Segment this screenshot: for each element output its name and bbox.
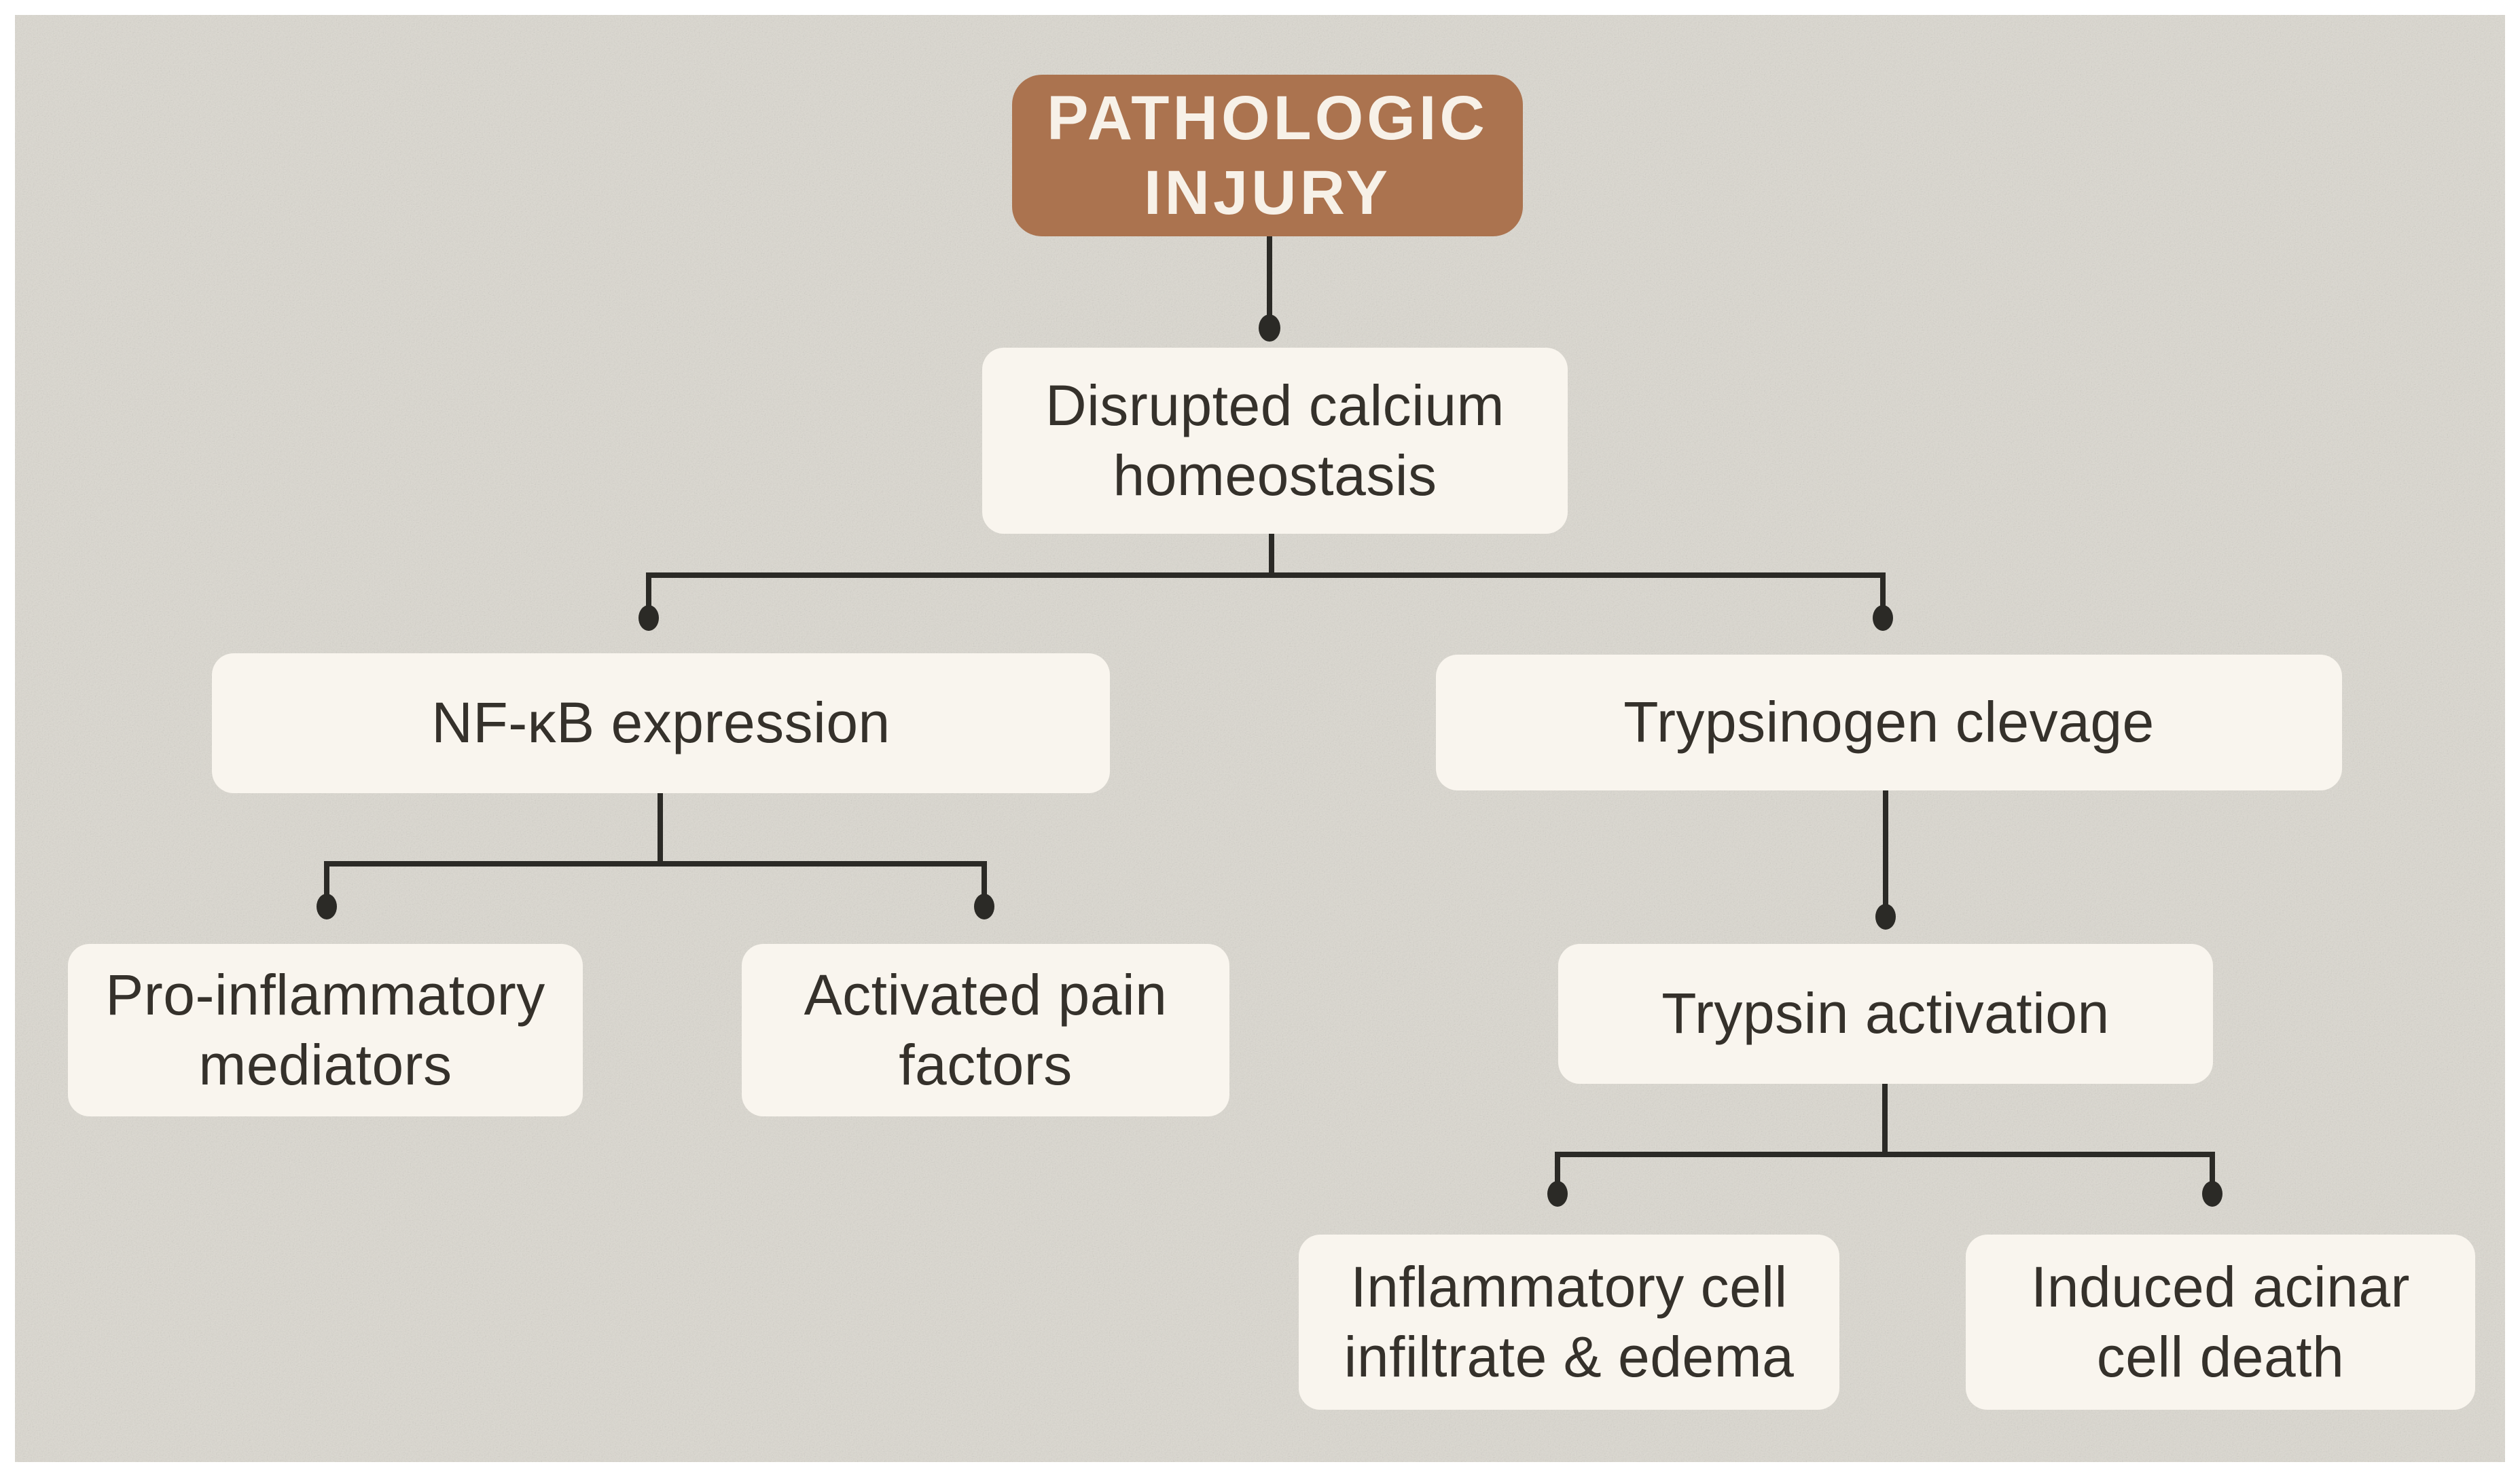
node-label: Inflammatory cell infiltrate & edema (1344, 1254, 1795, 1389)
node-pathologic-injury: PATHOLOGIC INJURY (1012, 75, 1523, 236)
node-nfkb-expression: NF-κB expression (212, 653, 1110, 793)
node-label: Induced acinar cell death (2030, 1254, 2411, 1389)
node-inflammatory-cell-infiltrate-edema: Inflammatory cell infiltrate & edema (1299, 1235, 1839, 1410)
node-label: PATHOLOGIC INJURY (1047, 83, 1488, 227)
node-label: Pro-inflammatory mediators (105, 962, 545, 1097)
node-activated-pain-factors: Activated pain factors (742, 944, 1229, 1116)
node-label: Activated pain factors (804, 962, 1168, 1097)
node-induced-acinar-cell-death: Induced acinar cell death (1966, 1235, 2475, 1410)
node-label: Disrupted calcium homeostasis (1045, 373, 1505, 507)
node-trypsinogen-clevage: Trypsinogen clevage (1436, 655, 2342, 790)
node-disrupted-calcium-homeostasis: Disrupted calcium homeostasis (982, 348, 1568, 534)
node-pro-inflammatory-mediators: Pro-inflammatory mediators (68, 944, 583, 1116)
node-label: NF-κB expression (431, 691, 890, 755)
node-label: Trypsinogen clevage (1623, 690, 2155, 754)
node-trypsin-activation: Trypsin activation (1558, 944, 2213, 1084)
node-label: Trypsin activation (1661, 981, 2110, 1046)
